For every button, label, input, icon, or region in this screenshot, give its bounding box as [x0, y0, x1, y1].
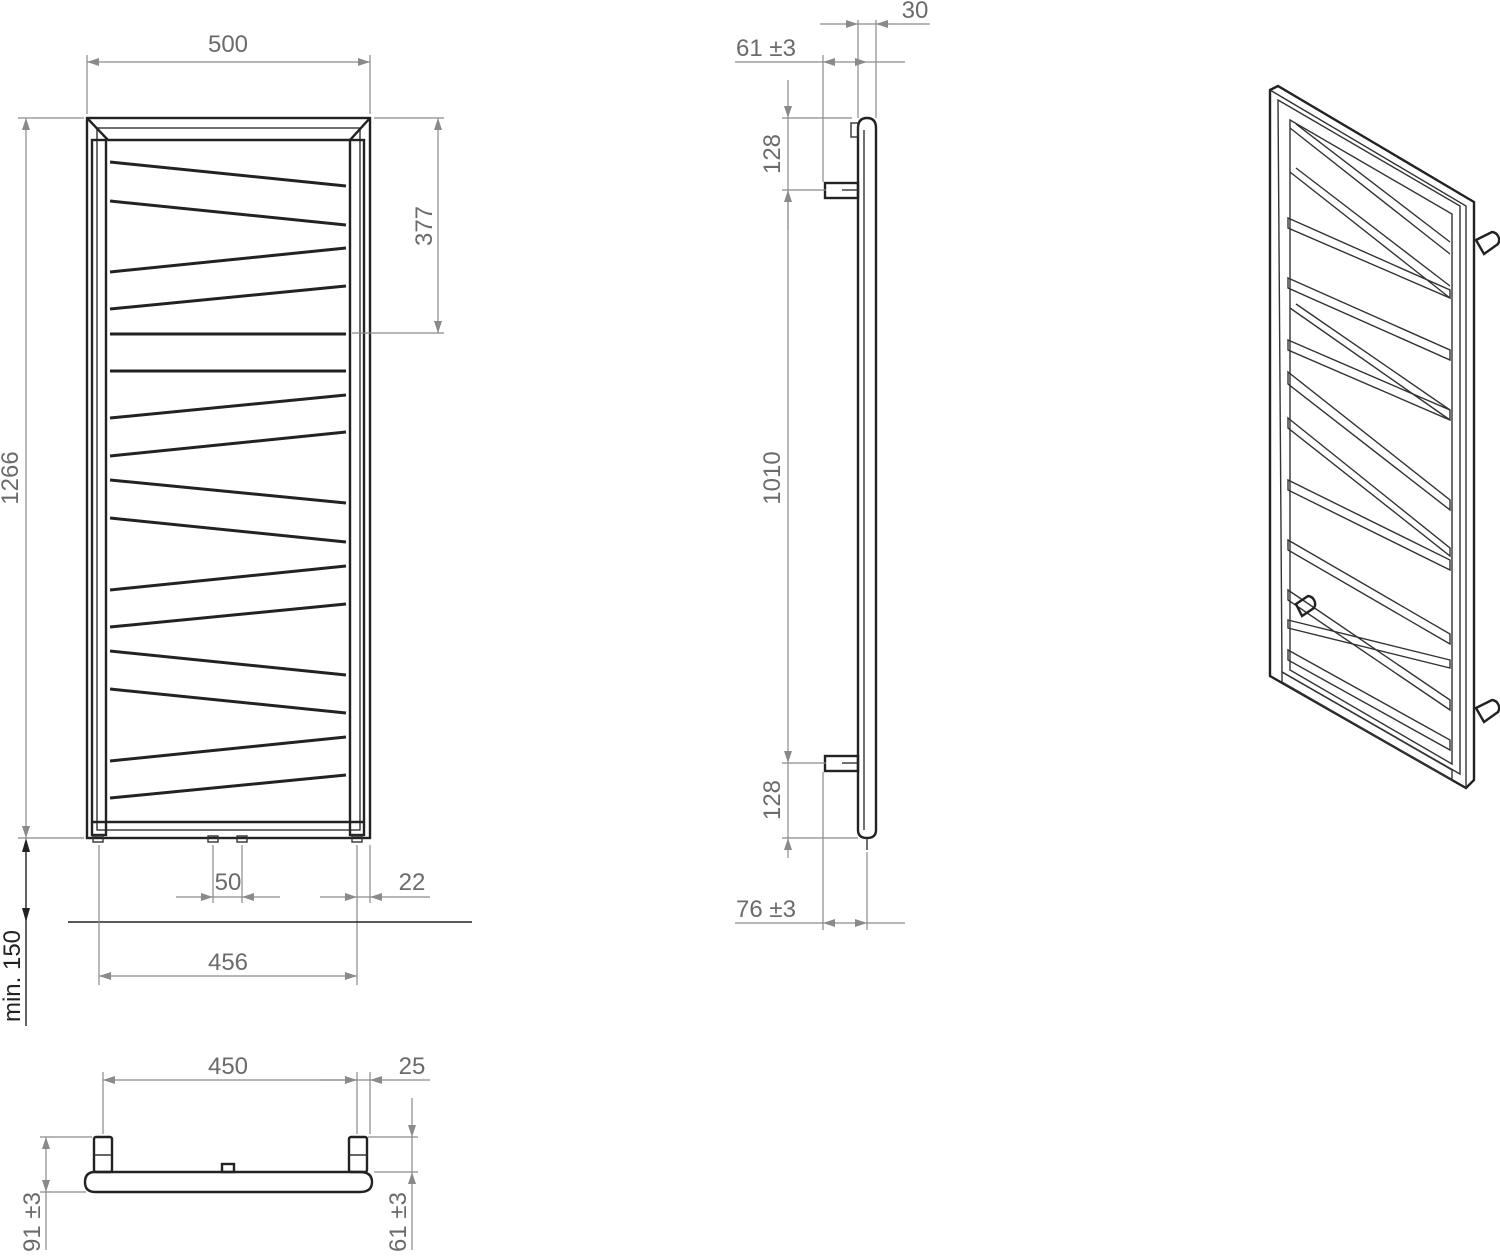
side-view: 30 61 ±3 128 1010 128 76 ±3: [735, 0, 930, 930]
side-offset-dimension: 22: [399, 869, 426, 896]
floor-clearance-dimension: min. 150: [0, 930, 26, 1022]
right-depth-dimension: 61 ±3: [385, 1192, 412, 1252]
bottom-bracket-dimension: 128: [759, 780, 786, 820]
towel-bars: [109, 160, 347, 800]
pipe-spacing-dimension: 50: [215, 869, 242, 896]
isometric-view: [1268, 84, 1500, 790]
wall-distance-bottom-dimension: 76 ±3: [736, 896, 796, 923]
left-depth-dimension: 91 ±3: [19, 1192, 46, 1252]
upper-offset-dimension: 377: [411, 206, 438, 246]
connection-width-dimension: 456: [208, 949, 248, 976]
bracket-spacing-top-dimension: 450: [208, 1053, 248, 1080]
top-view: 450 25 91 ±3 61 ±3: [19, 1053, 430, 1252]
iso-bars: [1287, 123, 1451, 752]
iso-brackets: [1294, 230, 1500, 724]
width-dimension: 500: [208, 31, 248, 58]
depth-dimension: 30: [902, 0, 929, 24]
wall-distance-top-dimension: 61 ±3: [736, 35, 796, 62]
front-view: 500 1266 377 50 22: [0, 31, 472, 1026]
bracket-width-dimension: 25: [399, 1053, 426, 1080]
height-dimension: 1266: [0, 451, 24, 504]
top-bracket-dimension: 128: [759, 134, 786, 174]
bracket-spacing-dimension: 1010: [759, 451, 786, 504]
